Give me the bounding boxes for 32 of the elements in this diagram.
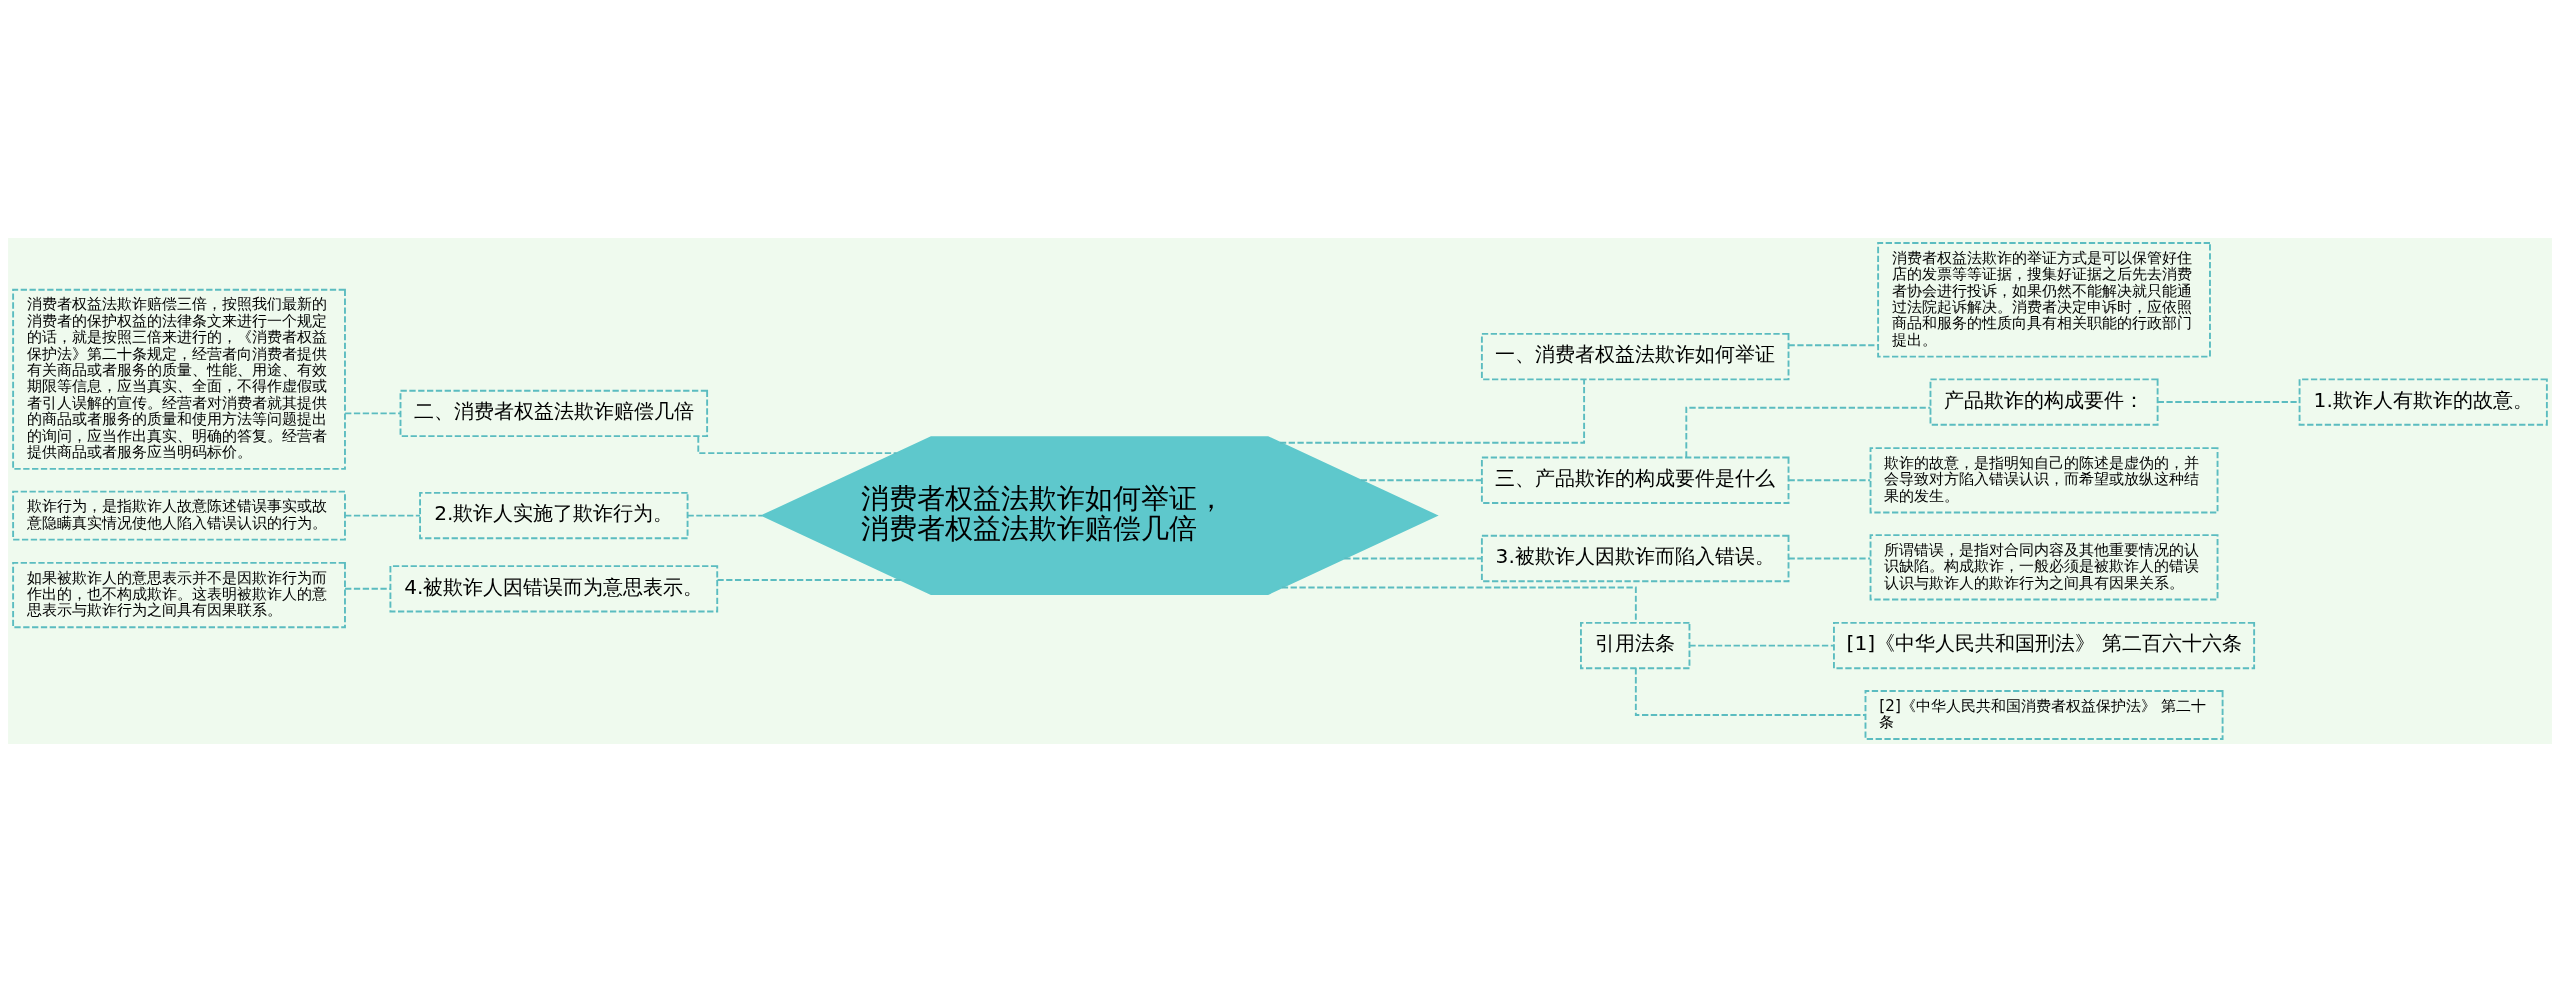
connector xyxy=(716,578,902,581)
connector xyxy=(1634,666,1866,716)
node-box: 一、消费者权益法欺诈如何举证 xyxy=(1480,332,1790,380)
connector xyxy=(1787,343,1879,346)
connector xyxy=(1685,406,1932,458)
connector xyxy=(1280,586,1637,624)
node-box: 所谓错误，是指对合同内容及其他重要情况的认识缺陷。构成欺诈，一般必须是被欺诈人的错误认识与欺诈人的欺诈行为之间具有因果关系。 xyxy=(1869,533,2219,600)
node-box: 4.被欺诈人因错误而为意思表示。 xyxy=(389,564,719,612)
node-box: [2]《中华人民共和国消费者权益保护法》 第二十条 xyxy=(1864,689,2224,740)
connector xyxy=(686,514,764,517)
connector xyxy=(344,587,391,590)
node-box: 消费者权益法欺诈的举证方式是可以保管好住店的发票等等证据，搜集好证据之后先去消费者协会进行投诉，如果仍然不能解决就只能通过法院起诉解决。消费者决定申诉时，应依照商品和服务的性质向具有相关职能的行政部门提出。 xyxy=(1877,241,2211,358)
connector xyxy=(1359,478,1483,481)
node-box: 引用法条 xyxy=(1580,621,1691,669)
node-box: 二、消费者权益法欺诈赔偿几倍 xyxy=(399,389,709,437)
connector xyxy=(1787,557,1872,559)
node-box: 三、产品欺诈的构成要件是什么 xyxy=(1480,456,1790,504)
node-box: 3.被欺诈人因欺诈而陷入错误。 xyxy=(1480,534,1790,582)
connector xyxy=(344,411,402,414)
connector xyxy=(1343,557,1483,559)
node-box: [1]《中华人民共和国刑法》 第二百六十六条 xyxy=(1833,621,2256,669)
connector xyxy=(1279,378,1586,444)
node-box: 如果被欺诈人的意思表示并不是因欺诈行为而作出的，也不构成欺诈。这表明被欺诈人的意思表示与欺诈行为之间具有因果联系。 xyxy=(12,561,346,628)
connector xyxy=(1688,644,1835,647)
connector xyxy=(344,514,421,517)
node-box: 欺诈的故意，是指明知自己的陈述是虚伪的，并会导致对方陷入错误认识，而希望或放纵这种结果的发生。 xyxy=(1869,446,2219,513)
node-box: 消费者权益法欺诈赔偿三倍，按照我们最新的消费者的保护权益的法律条文来进行一个规定的话，就是按照三倍来进行的，《消费者权益保护法》第二十条规定，经营者向消费者提供有关商品或者服务的质量、性能、用途、有效期限等信息，应当真实、全面，不得作虚假或者引人误解的宣传。经营者对消费者就其提供的商品或者服务的质量和使用方法等问题提出的询问，应当作出真实、明确的答复。经营者提供商品或者服务应当明码标价。 xyxy=(12,288,346,470)
node-box: 2.欺诈人实施了欺诈行为。 xyxy=(419,491,689,539)
connector xyxy=(1787,478,1872,481)
node-box: 欺诈行为，是指欺诈人故意陈述错误事实或故意隐瞒真实情况使他人陷入错误认识的行为。 xyxy=(12,490,346,541)
node-box: 1.欺诈人有欺诈的故意。 xyxy=(2298,377,2548,426)
node-box: 产品欺诈的构成要件： xyxy=(1929,377,2159,426)
